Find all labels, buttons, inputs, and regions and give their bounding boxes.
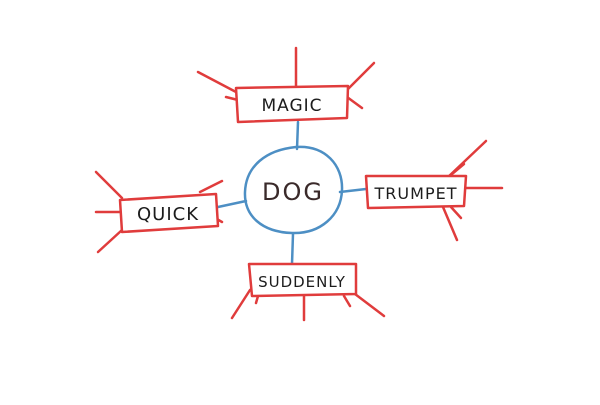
branch-quick-box — [118, 192, 220, 234]
center-connectors — [216, 120, 368, 266]
branch-suddenly-ray — [342, 294, 352, 308]
center-node: DOG — [243, 145, 344, 235]
branch-quick-ray — [198, 179, 224, 194]
connector-suddenly — [290, 232, 295, 266]
branch-magic-box — [234, 84, 350, 124]
center-node-outline — [243, 145, 344, 235]
branch-quick-label: QUICK — [137, 204, 199, 225]
branch-magic-ray — [196, 70, 238, 94]
connector-trumpet — [338, 187, 368, 194]
branch-magic-label: MAGIC — [261, 96, 322, 116]
branch-magic-ray — [345, 61, 376, 92]
branch-trumpet-ray — [450, 162, 466, 176]
branch-suddenly-rays — [230, 288, 386, 322]
branch-trumpet: TRUMPET — [364, 139, 504, 242]
branch-trumpet-ray — [449, 205, 463, 220]
branch-suddenly-box — [247, 262, 358, 298]
branch-magic-ray — [345, 95, 364, 110]
branch-suddenly-ray — [353, 292, 386, 318]
branch-quick-ray — [96, 228, 124, 254]
branch-trumpet-box — [364, 174, 468, 210]
branch-trumpet-rays — [441, 139, 504, 242]
branch-quick-ray — [94, 170, 124, 200]
connector-magic — [295, 120, 300, 151]
center-node-label: DOG — [262, 178, 324, 206]
connector-quick — [216, 199, 248, 209]
branch-suddenly-ray — [230, 288, 252, 320]
branch-magic: MAGIC — [196, 46, 376, 124]
branch-suddenly-ray — [254, 294, 260, 305]
branch-trumpet-ray — [441, 205, 459, 242]
branch-quick: QUICK — [94, 170, 224, 254]
branch-suddenly-label: SUDDENLY — [258, 273, 346, 291]
branch-suddenly: SUDDENLY — [230, 262, 386, 322]
branch-trumpet-label: TRUMPET — [374, 184, 458, 203]
